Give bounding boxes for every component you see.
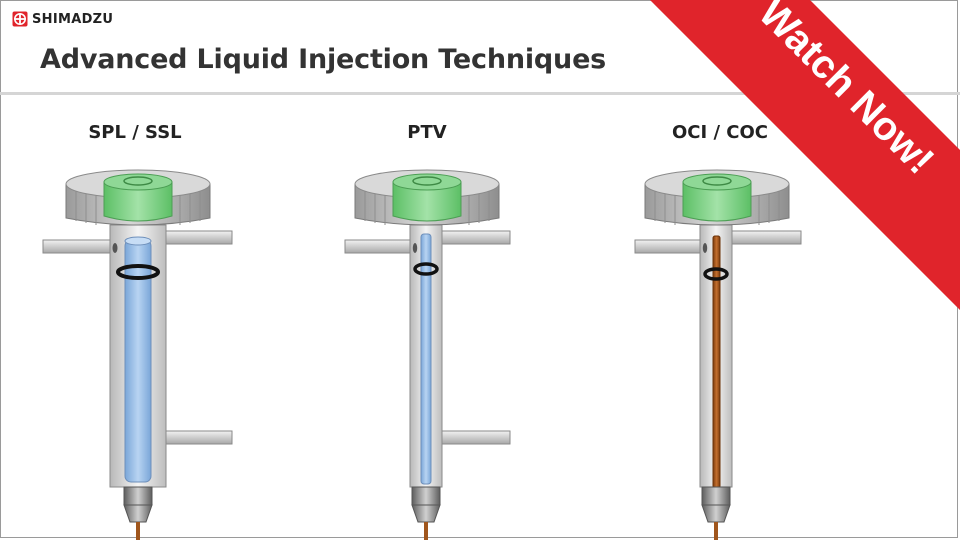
septum-oci xyxy=(682,181,752,222)
glass-liner-ptv xyxy=(420,233,432,485)
injector-spl xyxy=(42,169,233,540)
split-vent-line-spl xyxy=(159,430,233,445)
capillary-column-oci xyxy=(714,522,718,540)
shimadzu-logo-icon xyxy=(12,11,28,27)
banner-ribbon[interactable] xyxy=(650,0,960,310)
carrier-gas-inlet-ptv xyxy=(344,239,414,254)
septum-purge-line-oci xyxy=(730,230,802,245)
on-column-needle-oci xyxy=(712,235,721,489)
column-label-spl: SPL / SSL xyxy=(88,122,182,143)
capillary-column-spl xyxy=(136,522,140,540)
column-nut-spl xyxy=(123,504,153,523)
carrier-gas-inlet-oci xyxy=(634,239,704,254)
brand-logo: SHIMADZU xyxy=(12,10,113,28)
septum-spl xyxy=(103,181,173,222)
o-ring-oci xyxy=(703,267,729,281)
septum-ptv xyxy=(392,181,462,222)
brand-name: SHIMADZU xyxy=(32,11,114,27)
injector-oci xyxy=(634,169,802,540)
o-ring-ptv xyxy=(413,262,439,276)
o-ring-spl xyxy=(116,264,160,280)
column-label-ptv: PTV xyxy=(407,122,447,143)
column-nut-ptv xyxy=(411,504,441,523)
capillary-column-ptv xyxy=(424,522,428,540)
septum-purge-line-ptv xyxy=(439,230,511,245)
split-vent-line-ptv xyxy=(439,430,511,445)
carrier-gas-inlet-spl xyxy=(42,239,119,254)
title-divider xyxy=(0,92,960,95)
septum-purge-line-spl xyxy=(159,230,233,245)
watch-now-banner[interactable]: Watch Now! xyxy=(650,0,960,314)
column-nut-oci xyxy=(701,504,731,523)
column-label-oci: OCI / COC xyxy=(671,122,769,143)
injector-ptv xyxy=(344,169,511,540)
page-title: Advanced Liquid Injection Techniques xyxy=(40,44,607,75)
